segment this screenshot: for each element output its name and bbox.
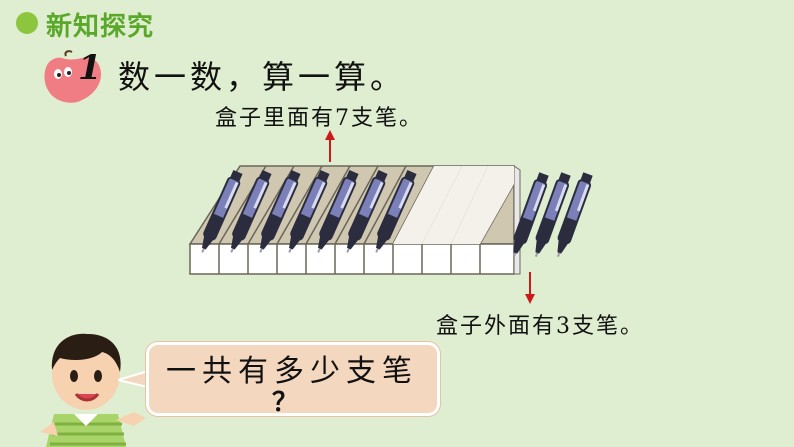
outside-count-label: 盒子外面有3支笔。 [436,314,644,339]
section-dot-icon [16,12,38,34]
inside-count-label: 盒子里面有7支笔。 [215,106,423,131]
bubble-question-mark: ？ [272,388,299,418]
boy-illustration [40,333,146,447]
pen-box-illustration [188,130,595,304]
section-title: 新知探究 [46,12,155,42]
task-number: 1 [78,48,102,88]
apple-icon [44,50,102,103]
speech-bubble [146,342,440,416]
task-instruction: 数一数，算一算。 [118,58,407,96]
bubble-tail [118,368,152,390]
bubble-question: 一共有多少支笔 [166,354,418,389]
